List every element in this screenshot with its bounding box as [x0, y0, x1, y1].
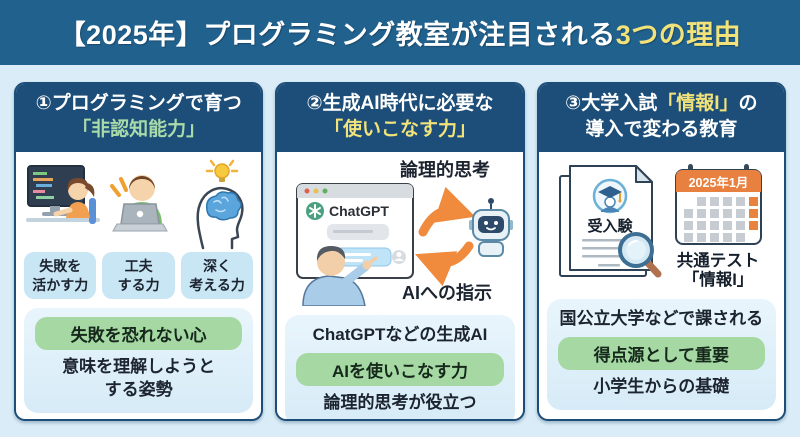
card3-summary-panel: 国公立大学などで課される 得点源として重要 小学生からの基礎: [546, 299, 776, 411]
card1-note: 意味を理解しようと する姿勢: [62, 356, 216, 399]
card3-header: ③大学入試「情報I」の 導入で変わる教育: [538, 84, 784, 153]
calendar-icon: 2025年1月: [675, 164, 763, 246]
chip-ingenuity: 工夫 する力: [102, 252, 175, 299]
banner-title-accent: 3つの理由: [615, 20, 742, 50]
exam-doc-label: 受入験: [588, 217, 634, 235]
logical-thinking-label: 論理的思考: [400, 159, 490, 180]
card3-body: 受入験: [539, 152, 784, 419]
card-joho1-exam: ③大学入試「情報I」の 導入で変わる教育: [536, 82, 786, 421]
card-noncognitive: ①プログラミングで育つ 「非認知能力」: [14, 82, 264, 421]
card1-title-line2: 「非認知能力」: [72, 119, 206, 141]
brain-lightbulb-icon: [196, 160, 244, 250]
calendar-date-label: 2025年1月: [689, 175, 749, 190]
card3-title-line2: 導入で変わる教育: [585, 119, 738, 141]
card2-illustration: 論理的思考 ChatGPT: [295, 159, 513, 307]
card1-title-line1: ①プログラミングで育つ: [35, 93, 242, 114]
card2-title-line1: ②生成AI時代に必要な: [306, 93, 494, 114]
ai-instruction-label: AIへの指示: [402, 282, 492, 303]
banner-title: 【2025年】プログラミング教室が注目される: [58, 20, 616, 50]
boy-laptop-icon: [109, 175, 168, 232]
card1-highlight: 失敗を恐れない心: [35, 316, 243, 350]
card2-highlight: AIを使いこなす力: [296, 353, 504, 387]
card1-body: 失敗を 活かす力 工夫 する力 深く 考える力 失敗を恐れない心: [16, 152, 261, 419]
card1-header: ①プログラミングで育つ 「非認知能力」: [16, 84, 262, 153]
card3-title-line1-pre: ③大学入試: [565, 93, 658, 114]
common-test-label-line2: 「情報I」: [683, 269, 754, 289]
card1-chips: 失敗を 活かす力 工夫 する力 深く 考える力: [24, 252, 254, 299]
card3-illustration: 受入験: [559, 164, 763, 289]
card3-highlight: 得点源として重要: [557, 337, 765, 371]
magnifier-icon: [618, 232, 662, 278]
card3-title-line1-post: の: [738, 93, 758, 114]
card2-note-above: ChatGPTなどの生成AI: [312, 325, 488, 345]
robot-icon: [468, 198, 513, 258]
chatgpt-window-icon: ChatGPT: [295, 183, 414, 280]
exam-document-icon: 受入験: [559, 165, 662, 278]
card1-summary-panel: 失敗を恐れない心 意味を理解しようと する姿勢: [24, 307, 254, 413]
card3-note-below: 小学生からの基礎: [593, 377, 730, 397]
pointing-person-icon: [302, 246, 378, 307]
card1-illustration: [25, 160, 244, 250]
card2-summary-panel: ChatGPTなどの生成AI AIを使いこなす力 論理的思考が役立つ: [285, 315, 515, 419]
card2-title-line2: 「使いこなす力」: [323, 119, 476, 141]
card2-header: ②生成AI時代に必要な 「使いこなす力」: [277, 84, 523, 153]
graduate-avatar-icon: [593, 179, 628, 214]
chatgpt-label: ChatGPT: [329, 203, 389, 219]
cards-row: ①プログラミングで育つ 「非認知能力」: [0, 65, 800, 421]
chatgpt-logo-icon: [305, 202, 324, 221]
card2-note-below: 論理的思考が役立つ: [323, 393, 477, 413]
cycle-arrows-icon: [415, 187, 476, 287]
card3-title-line1-accent: 「情報I」: [657, 93, 739, 114]
girl-coding-icon: [25, 165, 100, 225]
chip-use-failure: 失敗を 活かす力: [24, 252, 97, 299]
chip-deep-thinking: 深く 考える力: [180, 252, 254, 299]
card3-note-above: 国公立大学などで課される: [559, 309, 764, 329]
card-generative-ai: ②生成AI時代に必要な 「使いこなす力」 論理的思考: [275, 82, 525, 421]
common-test-label-line1: 共通テスト: [677, 251, 760, 270]
card2-body: 論理的思考 ChatGPT: [277, 152, 522, 419]
